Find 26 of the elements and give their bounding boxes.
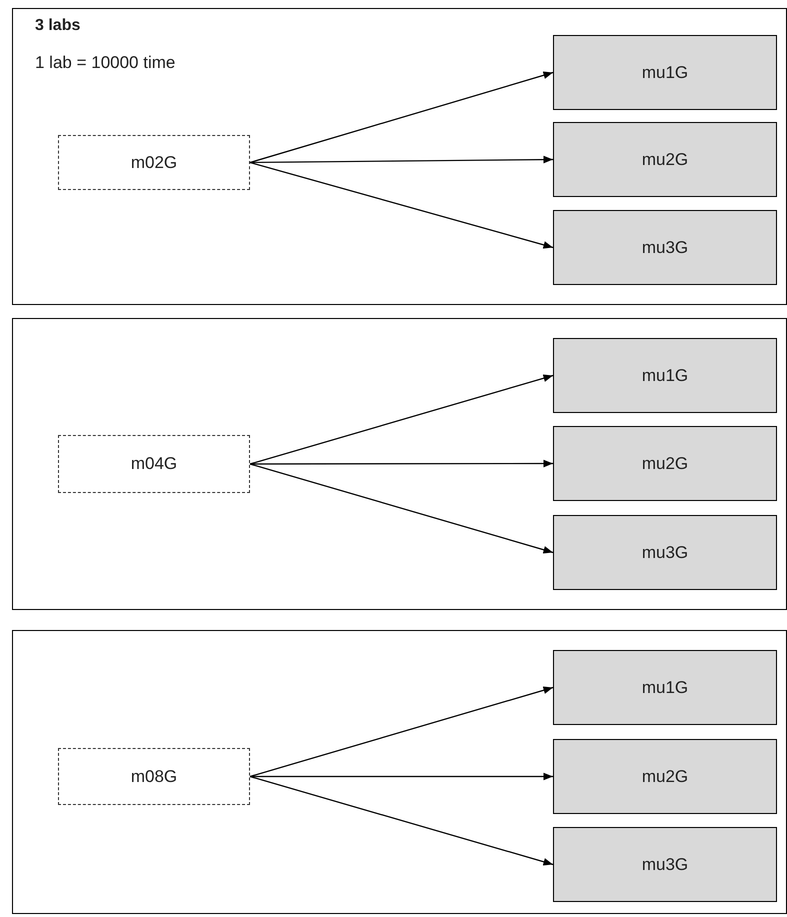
process-box: mu1G <box>553 35 777 110</box>
dashed-box: m08G <box>58 748 250 805</box>
process-box: mu2G <box>553 739 777 814</box>
arrow <box>250 156 553 164</box>
panel-heading: 3 labs <box>35 17 80 35</box>
arrow <box>250 374 554 465</box>
process-box: mu3G <box>553 827 777 902</box>
dashed-box: m02G <box>58 135 250 190</box>
arrow <box>250 72 554 164</box>
arrow <box>250 686 554 778</box>
process-box: mu1G <box>553 650 777 725</box>
panel-note: 1 lab = 10000 time <box>35 53 176 73</box>
group-panel <box>12 630 787 914</box>
arrow <box>250 463 554 554</box>
process-box: mu3G <box>553 210 777 285</box>
process-box: mu2G <box>553 426 777 501</box>
process-box: mu1G <box>553 338 777 413</box>
dashed-box: m04G <box>58 435 250 493</box>
process-box: mu3G <box>553 515 777 590</box>
group-panel <box>12 8 787 305</box>
arrow <box>250 772 553 780</box>
group-panel <box>12 318 787 610</box>
arrow <box>250 460 553 468</box>
process-box: mu2G <box>553 122 777 197</box>
arrow <box>250 776 554 866</box>
arrow <box>250 162 554 249</box>
